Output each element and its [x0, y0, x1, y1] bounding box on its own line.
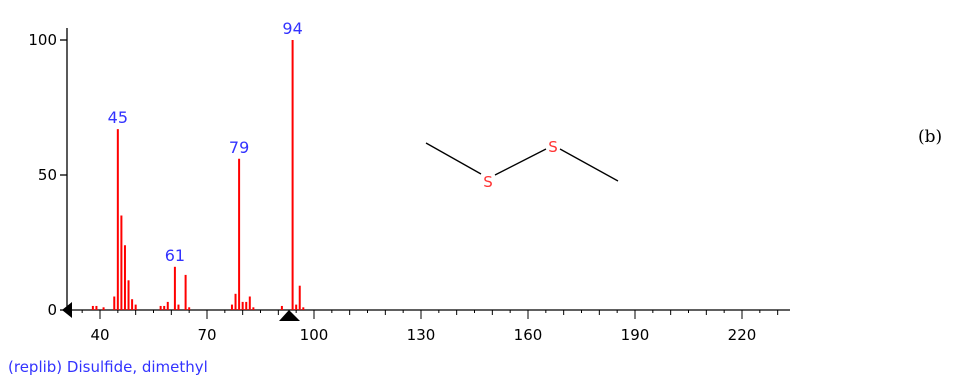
atom-sulfur-1: S: [483, 173, 493, 191]
peak-bars: [91, 40, 305, 310]
x-tick-label: 70: [197, 326, 216, 344]
molecule-structure: S S: [425, 138, 619, 191]
bond-methyl-right: [559, 148, 619, 182]
peak-labels: 45 61 79 94: [108, 19, 303, 265]
y-axis: 0 50 100: [28, 28, 68, 319]
left-range-marker: [62, 302, 72, 318]
bond-methyl-left: [425, 142, 482, 175]
x-axis: 40 70 100 130 160 190 220: [67, 309, 790, 344]
x-tick-label: 130: [407, 326, 436, 344]
y-tick-label: 100: [28, 31, 57, 49]
panel-label: (b): [918, 127, 943, 147]
axis-range-markers: [62, 302, 300, 321]
right-range-marker: [279, 310, 300, 321]
x-tick-label: 220: [728, 326, 757, 344]
x-tick-label: 190: [621, 326, 650, 344]
y-tick-label: 0: [47, 301, 57, 319]
peak-label: 61: [165, 246, 185, 265]
x-tick-label: 100: [300, 326, 329, 344]
y-tick-label: 50: [38, 166, 57, 184]
peak-label: 45: [108, 108, 128, 127]
peak-label: 79: [229, 138, 249, 157]
bond-sulfur-sulfur: [494, 148, 547, 176]
peak-label: 94: [282, 19, 302, 38]
x-tick-label: 40: [90, 326, 109, 344]
spectrum-caption: (replib) Disulfide, dimethyl: [8, 358, 208, 376]
atom-sulfur-2: S: [548, 138, 558, 156]
x-tick-label: 160: [514, 326, 543, 344]
